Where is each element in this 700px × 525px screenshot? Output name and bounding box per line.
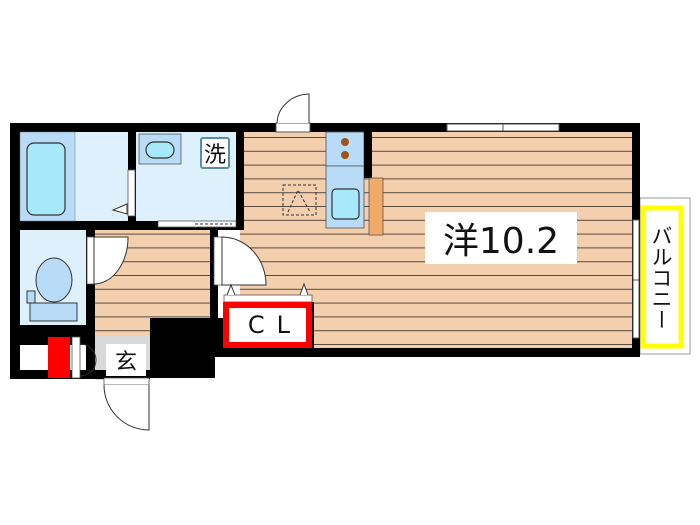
stove-burner-icon bbox=[341, 151, 349, 159]
windows bbox=[446, 123, 640, 339]
closet-label: CL bbox=[236, 310, 304, 340]
sink-icon bbox=[331, 188, 360, 220]
toilet-icon bbox=[26, 257, 78, 322]
counter bbox=[368, 177, 384, 236]
toilet-door bbox=[86, 236, 129, 285]
main-room-label: 洋10.2 bbox=[425, 212, 577, 264]
washroom-label: 洗 bbox=[200, 137, 230, 169]
bathtub-icon bbox=[19, 131, 76, 222]
front-door bbox=[103, 377, 150, 431]
shoe-box bbox=[48, 337, 70, 378]
balcony-label: バルコニー bbox=[648, 212, 674, 342]
hall-floor-lower bbox=[95, 315, 150, 340]
stove-burner-icon bbox=[341, 138, 349, 146]
kitchen bbox=[282, 131, 384, 236]
upper-door bbox=[275, 93, 311, 133]
entrance-label: 玄 bbox=[106, 344, 146, 376]
hall-door bbox=[213, 236, 267, 286]
bath-door bbox=[111, 169, 136, 217]
refrigerator-space-icon bbox=[282, 184, 317, 216]
washbasin-icon bbox=[138, 133, 182, 165]
entrance-inner-door bbox=[71, 336, 97, 379]
wash-door bbox=[157, 220, 237, 228]
